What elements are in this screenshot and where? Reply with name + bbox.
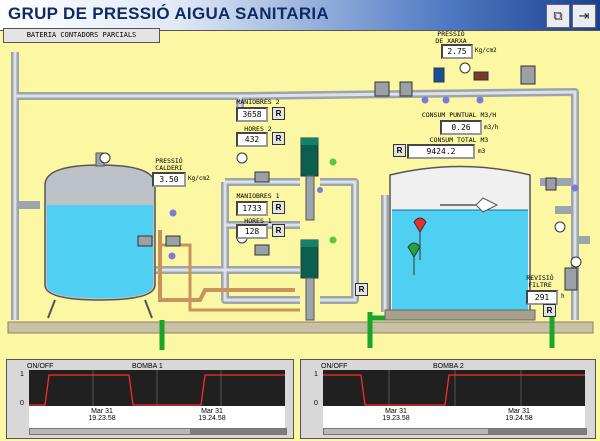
filter-value: 291 — [526, 290, 558, 305]
water-tank — [384, 165, 536, 321]
trend2-x0-date: Mar 31 — [385, 408, 407, 415]
hours1-value: 128 — [236, 224, 268, 239]
hours2-label: HORES 2 — [244, 125, 272, 133]
hours1-reset-button[interactable]: R — [272, 224, 285, 237]
boiler-pressure-label: PRESSIÓ CALDERI — [155, 157, 183, 172]
maneuvers2-label: MANIOBRES 2 — [236, 98, 280, 106]
trend1-plot[interactable] — [29, 370, 285, 406]
total-label: CONSUM TOTAL M3 — [429, 136, 489, 144]
trend2-xaxis — [323, 406, 585, 428]
trend2-scroll-thumb[interactable] — [488, 429, 586, 434]
maneuvers1-reset-button[interactable]: R — [272, 201, 285, 214]
trend2-ymax: 1 — [314, 371, 318, 378]
recirculation-pipe — [158, 230, 295, 302]
filter-reset-button[interactable]: R — [543, 304, 556, 317]
trend1-x0-time: 19.23.58 — [88, 415, 116, 422]
trend1-x0-date: Mar 31 — [91, 408, 113, 415]
trend2-x1-date: Mar 31 — [508, 408, 530, 415]
trend1-ymin: 0 — [20, 400, 24, 407]
counters-button[interactable]: BATERIA CONTADORS PARCIALS — [3, 28, 160, 43]
tank-reset-button[interactable]: R — [355, 283, 368, 296]
floor — [7, 321, 594, 334]
meter-device-2 — [473, 71, 489, 81]
trend1-title: BOMBA 1 — [132, 363, 163, 370]
trend1-x1-time: 19.24.58 — [198, 415, 226, 422]
pump-2 — [300, 239, 319, 321]
flow-unit: m3/h — [484, 124, 499, 131]
pressure-vessel — [44, 152, 156, 319]
boiler-pressure-value: 3.50 — [152, 172, 186, 187]
trend2-scrollbar[interactable] — [323, 428, 587, 435]
total-value: 9424.2 — [407, 144, 475, 159]
trend2-x1-time: 19.24.58 — [505, 415, 533, 422]
valves — [137, 65, 578, 291]
trend1-trace — [29, 374, 285, 406]
maneuvers2-reset-button[interactable]: R — [272, 107, 285, 120]
hours2-reset-button[interactable]: R — [272, 132, 285, 145]
maneuvers2-value: 3658 — [236, 107, 268, 122]
hours2-value: 432 — [236, 132, 268, 147]
network-pressure-unit: Kg/cm2 — [475, 47, 497, 54]
trend2-plot[interactable] — [323, 370, 585, 406]
trend1-label: ON/OFF — [27, 363, 54, 370]
maneuvers1-value: 1733 — [236, 201, 268, 216]
trend-panel-pump1: ON/OFF BOMBA 1 1 0 Mar 31 19.23.58 Mar 3… — [6, 359, 294, 439]
process-diagram — [7, 52, 594, 350]
meter-device — [433, 67, 445, 83]
pump1-lamp — [329, 158, 337, 166]
filter-unit: h — [561, 293, 565, 300]
flow-value: 0.26 — [440, 120, 482, 135]
exit-icon[interactable]: ⇥ — [572, 4, 596, 28]
total-unit: m3 — [478, 148, 486, 155]
trend-panel-pump2: ON/OFF BOMBA 2 1 0 Mar 31 19.23.58 Mar 3… — [300, 359, 596, 439]
display-icon[interactable]: ⧉ — [546, 4, 570, 28]
network-pressure-label: PRESSIÓ DE XARXA — [435, 30, 467, 45]
trend2-trace — [323, 374, 585, 406]
trend1-x1-date: Mar 31 — [201, 408, 223, 415]
pump-1 — [300, 137, 319, 221]
trend1-ymax: 1 — [20, 371, 24, 378]
page-title: GRUP DE PRESSIÓ AIGUA SANITARIA — [8, 4, 330, 23]
level-sensors — [407, 217, 427, 275]
total-reset-button[interactable]: R — [393, 144, 406, 157]
trend2-ymin: 0 — [314, 400, 318, 407]
pump2-lamp — [329, 236, 337, 244]
trend2-label: ON/OFF — [321, 363, 348, 370]
filter-label: REVISIÓ FILTRE — [526, 274, 554, 289]
boiler-pressure-unit: Kg/cm2 — [188, 175, 210, 182]
maneuvers1-label: MANIOBRES 1 — [236, 192, 280, 200]
network-pressure-value: 2.75 — [441, 44, 473, 59]
trend1-scrollbar[interactable] — [29, 428, 287, 435]
trend1-xaxis — [29, 406, 285, 428]
trend2-title: BOMBA 2 — [433, 363, 464, 370]
hours1-label: HORES 1 — [244, 217, 272, 225]
trend2-x0-time: 19.23.58 — [382, 415, 410, 422]
flow-label: CONSUM PUNTUAL M3/H — [421, 111, 497, 119]
title-bar: GRUP DE PRESSIÓ AIGUA SANITARIA ⧉ ⇥ — [0, 0, 600, 31]
trend1-scroll-thumb[interactable] — [190, 429, 286, 434]
